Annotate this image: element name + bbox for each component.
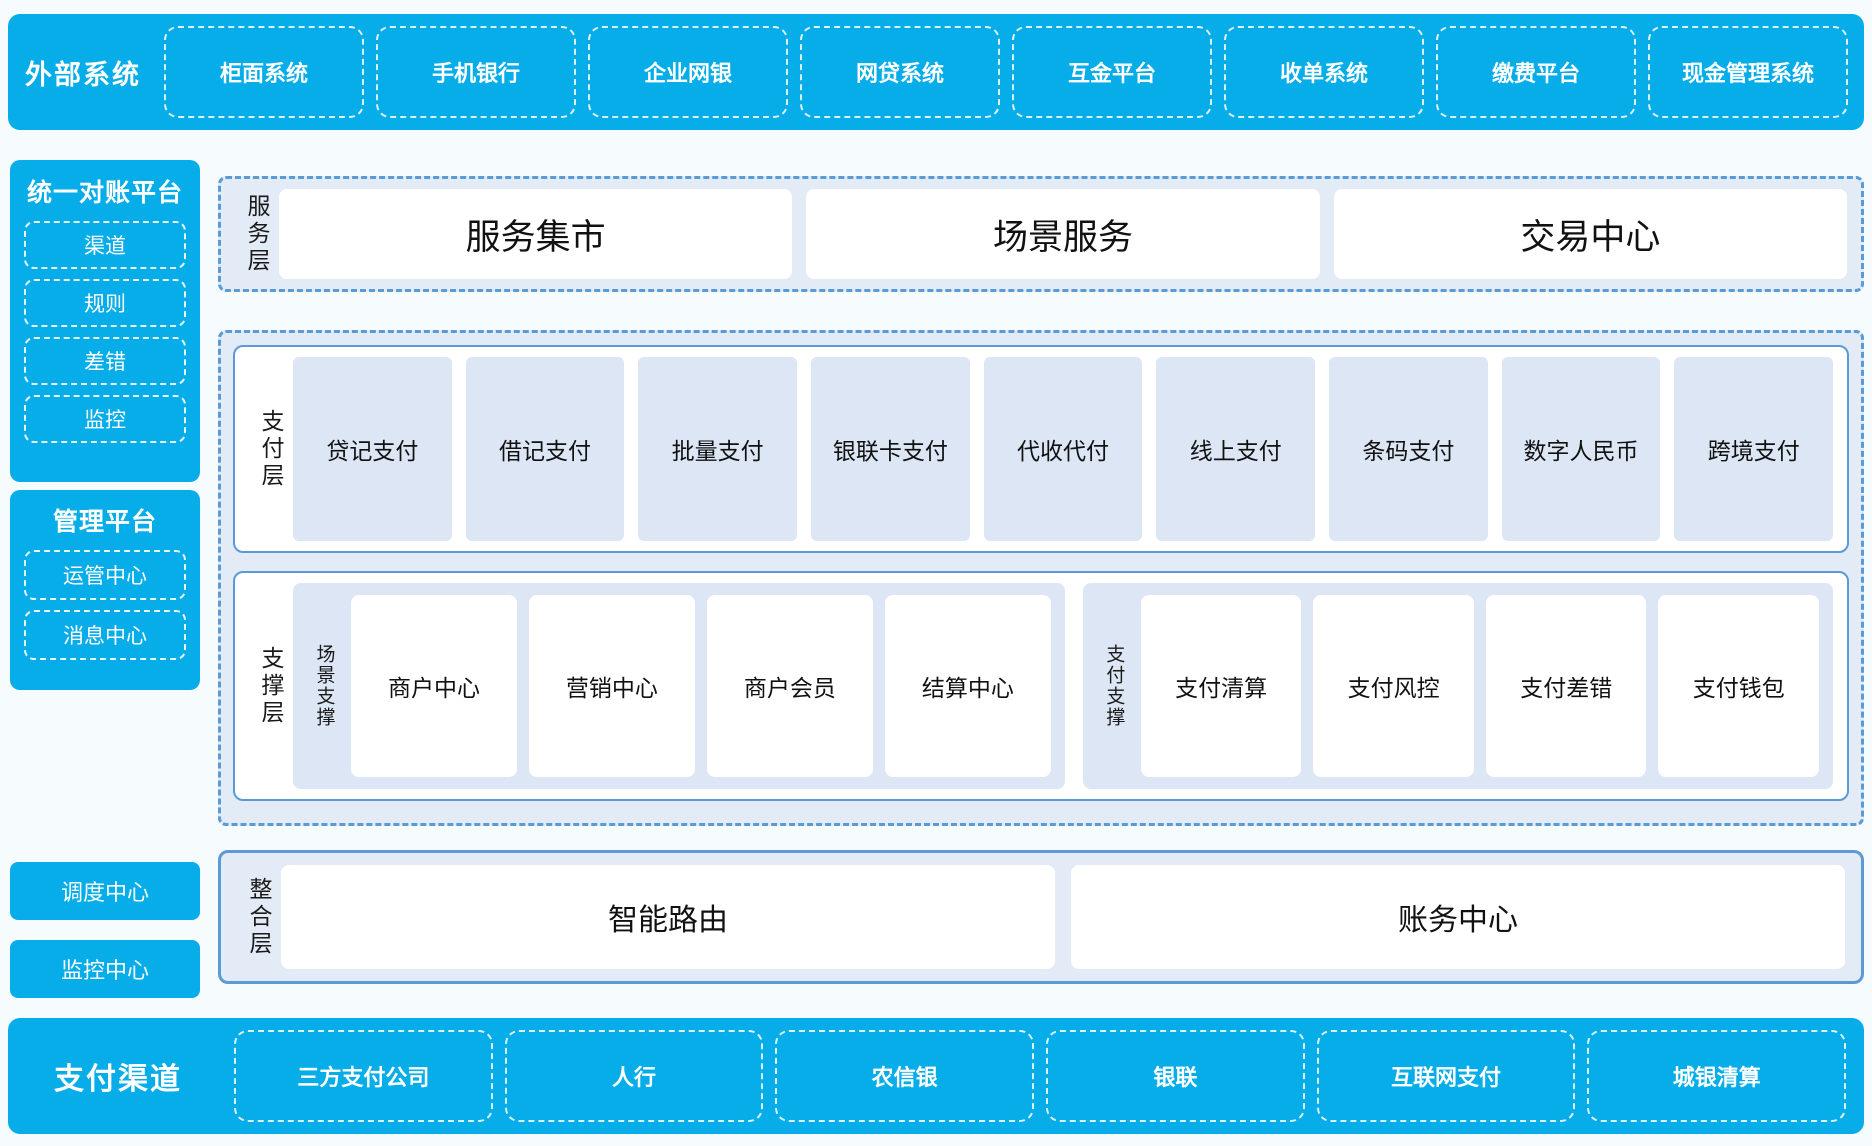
- support-item[interactable]: 支付差错: [1485, 595, 1647, 777]
- sidebar-item-monitoring-center[interactable]: 监控中心: [10, 940, 200, 998]
- support-group-scenario: 场景支撑 商户中心 营销中心 商户会员 结算中心: [293, 583, 1065, 789]
- support-item[interactable]: 支付钱包: [1658, 595, 1820, 777]
- external-system-item[interactable]: 收单系统: [1224, 26, 1424, 118]
- sidebar-item-operation-center[interactable]: 运管中心: [24, 550, 186, 600]
- external-system-item[interactable]: 柜面系统: [164, 26, 364, 118]
- core-layers-container: 支付层 贷记支付 借记支付 批量支付 银联卡支付 代收代付 线上支付 条码支付 …: [218, 330, 1864, 826]
- external-system-item[interactable]: 网贷系统: [800, 26, 1000, 118]
- support-item[interactable]: 支付风控: [1313, 595, 1474, 777]
- support-group-payment-label: 支付支撑: [1103, 644, 1125, 728]
- external-system-item[interactable]: 现金管理系统: [1648, 26, 1848, 118]
- reconciliation-platform-title: 统一对账平台: [26, 179, 183, 207]
- sidebar-item-monitor[interactable]: 监控: [24, 395, 186, 443]
- payment-layer-item[interactable]: 跨境支付: [1674, 357, 1834, 541]
- sidebar-reconciliation-platform: 统一对账平台 渠道 规则 差错 监控: [10, 160, 200, 482]
- payment-layer-item[interactable]: 贷记支付: [293, 357, 452, 541]
- payment-layer-item[interactable]: 线上支付: [1156, 357, 1316, 541]
- service-layer-item[interactable]: 服务集市: [279, 189, 793, 279]
- payment-layer: 支付层 贷记支付 借记支付 批量支付 银联卡支付 代收代付 线上支付 条码支付 …: [233, 345, 1849, 553]
- support-layer: 支撑层 场景支撑 商户中心 营销中心 商户会员 结算中心 支付支撑: [233, 571, 1849, 801]
- integration-layer-item[interactable]: 智能路由: [281, 865, 1055, 969]
- payment-layer-label: 支付层: [258, 408, 284, 490]
- integration-layer: 整合层 智能路由 账务中心: [218, 850, 1864, 984]
- sidebar-item-exception[interactable]: 差错: [24, 337, 186, 385]
- management-platform-title: 管理平台: [52, 508, 157, 536]
- service-layer-item[interactable]: 场景服务: [806, 189, 1320, 279]
- payment-channel-item[interactable]: 银联: [1046, 1030, 1305, 1122]
- external-systems-band: 外部系统 柜面系统 手机银行 企业网银 网贷系统 互金平台 收单系统 缴费平台 …: [8, 14, 1864, 130]
- support-item[interactable]: 结算中心: [884, 595, 1051, 777]
- integration-layer-label: 整合层: [246, 876, 272, 958]
- external-system-item[interactable]: 互金平台: [1012, 26, 1212, 118]
- service-layer-item[interactable]: 交易中心: [1333, 189, 1847, 279]
- payment-layer-item[interactable]: 银联卡支付: [811, 357, 970, 541]
- payment-layer-item[interactable]: 条码支付: [1329, 357, 1488, 541]
- payment-layer-item[interactable]: 借记支付: [465, 357, 625, 541]
- payment-channels-items: 三方支付公司 人行 农信银 银联 互联网支付 城银清算: [228, 1018, 1864, 1134]
- service-layer: 服务层 服务集市 场景服务 交易中心: [218, 176, 1864, 292]
- service-layer-label: 服务层: [244, 193, 270, 275]
- support-item[interactable]: 商户会员: [706, 595, 873, 777]
- external-systems-items: 柜面系统 手机银行 企业网银 网贷系统 互金平台 收单系统 缴费平台 现金管理系…: [158, 14, 1864, 130]
- payment-channels-band: 支付渠道 三方支付公司 人行 农信银 银联 互联网支付 城银清算: [8, 1018, 1864, 1134]
- payment-channel-item[interactable]: 三方支付公司: [234, 1030, 493, 1122]
- payment-channel-item[interactable]: 互联网支付: [1316, 1030, 1576, 1122]
- support-layer-label: 支撑层: [258, 645, 284, 727]
- payment-channel-item[interactable]: 农信银: [775, 1030, 1035, 1122]
- support-item[interactable]: 营销中心: [528, 595, 695, 777]
- sidebar-item-message-center[interactable]: 消息中心: [24, 610, 186, 660]
- support-item[interactable]: 商户中心: [351, 595, 517, 777]
- payment-layer-item[interactable]: 数字人民币: [1501, 357, 1661, 541]
- sidebar-item-channel[interactable]: 渠道: [24, 221, 186, 269]
- sidebar-item-rules[interactable]: 规则: [24, 279, 186, 327]
- external-system-item[interactable]: 企业网银: [588, 26, 788, 118]
- support-group-payment: 支付支撑 支付清算 支付风控 支付差错 支付钱包: [1082, 583, 1833, 789]
- support-group-scenario-label: 场景支撑: [313, 644, 335, 728]
- sidebar-management-platform: 管理平台 运管中心 消息中心: [10, 490, 200, 690]
- payment-layer-item[interactable]: 代收代付: [983, 357, 1143, 541]
- payment-layer-item[interactable]: 批量支付: [638, 357, 798, 541]
- external-systems-title: 外部系统: [25, 59, 141, 90]
- payment-channel-item[interactable]: 城银清算: [1587, 1030, 1847, 1122]
- sidebar-item-scheduling-center[interactable]: 调度中心: [10, 862, 200, 920]
- external-system-item[interactable]: 缴费平台: [1436, 26, 1636, 118]
- external-system-item[interactable]: 手机银行: [376, 26, 576, 118]
- support-item[interactable]: 支付清算: [1140, 595, 1302, 777]
- integration-layer-item[interactable]: 账务中心: [1071, 865, 1845, 969]
- payment-channels-title: 支付渠道: [54, 1063, 182, 1096]
- payment-channel-item[interactable]: 人行: [504, 1030, 764, 1122]
